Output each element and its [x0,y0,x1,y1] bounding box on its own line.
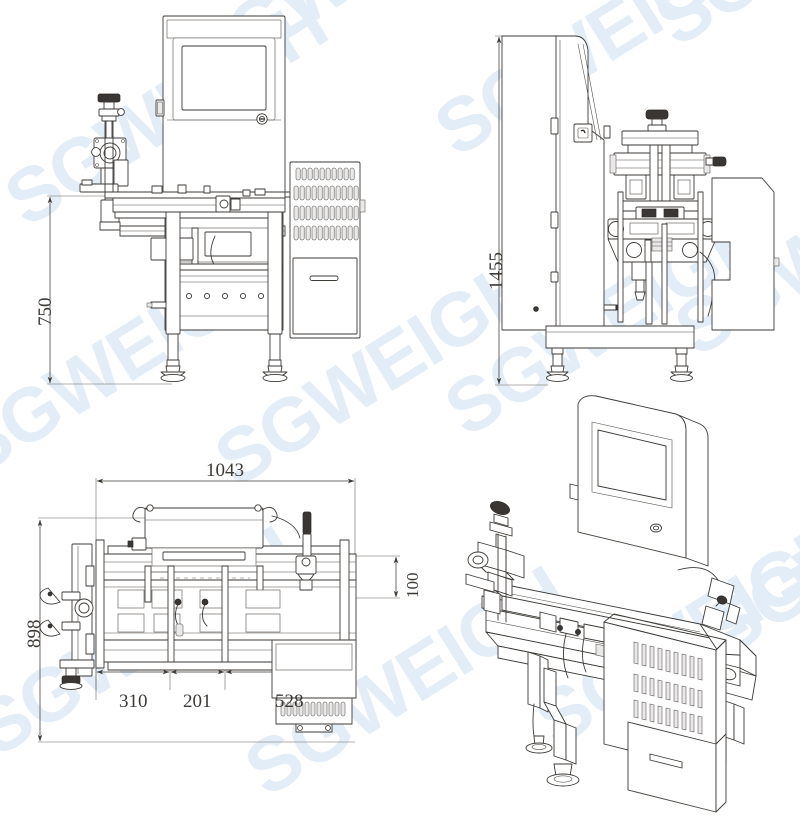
plan-internals [117,565,281,663]
iso-touchscreen [597,429,667,501]
view-top-plan [37,478,400,743]
cabinet-plan [271,639,357,733]
leveling-foot [670,347,693,382]
iso-vent-grille [633,641,703,735]
iso-electrical-cabinet [603,613,727,813]
support-legs [160,211,288,383]
guard-panel [711,177,780,331]
iso-adjust-knob [490,501,510,515]
reject-arm-assembly [79,93,129,231]
leveling-foot [546,347,569,382]
iso-hmi-cabinet [569,395,709,567]
adjust-knob [711,156,727,167]
detector-housing [127,504,278,603]
leveling-foot [160,359,186,383]
view-side-elevation [495,35,780,386]
adjust-knob [645,109,669,120]
infeed-assembly [39,543,95,690]
iso-reject-arm [465,501,525,623]
vent-grille [293,167,359,241]
weigh-head-mechanism [609,109,727,220]
sensor-arm [271,511,317,591]
electrical-cabinet [289,161,366,339]
roller-conveyor [607,191,717,325]
door-handle [309,275,339,281]
leveling-foot [262,359,288,383]
vent-grille-plan [280,701,346,717]
adjust-knob [97,93,121,103]
access-door [292,257,358,335]
control-tower [501,35,622,331]
touchscreen [181,45,267,111]
iso-legs [525,651,745,787]
iso-door-handle [649,753,683,769]
base-frame [545,325,695,382]
view-front-elevation [47,15,366,385]
iso-hinge [569,483,579,501]
weighing-frame [146,217,284,331]
hmi-cabinet [155,15,286,195]
view-isometric [465,395,757,813]
iso-cable [677,567,741,631]
